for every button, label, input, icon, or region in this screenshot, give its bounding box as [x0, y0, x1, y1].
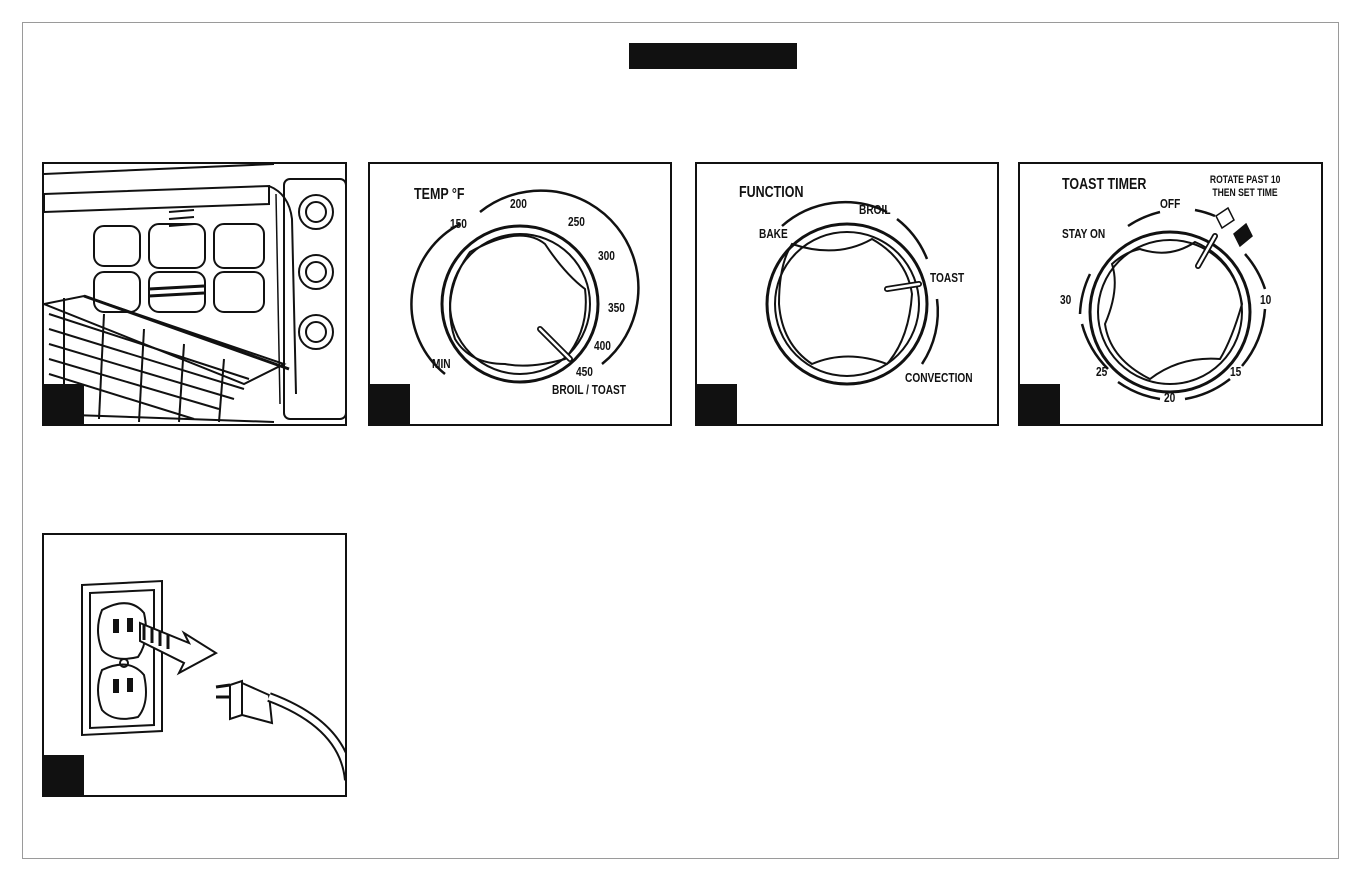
timer-label-10: 10	[1260, 292, 1271, 307]
temp-label-250: 250	[568, 214, 585, 229]
figure-number-tab	[370, 384, 410, 424]
temp-label-350: 350	[608, 300, 625, 315]
oven-rack-illustration	[44, 164, 347, 426]
header-bar	[629, 43, 797, 69]
temp-label-150: 150	[450, 216, 467, 231]
temp-label-400: 400	[594, 338, 611, 353]
timer-label-rotate-line2: THEN SET TIME	[1210, 187, 1280, 199]
function-dial-title: FUNCTION	[739, 184, 803, 202]
timer-label-25: 25	[1096, 364, 1107, 379]
function-dial-illustration	[697, 164, 999, 426]
function-label-bake: BAKE	[759, 226, 788, 241]
temp-dial-title: TEMP °F	[414, 186, 465, 204]
timer-label-15: 15	[1230, 364, 1241, 379]
outlet-illustration	[44, 535, 347, 797]
temp-label-450: 450	[576, 364, 593, 379]
outlet-figure	[42, 533, 347, 797]
temp-label-broil-toast: BROIL / TOAST	[552, 382, 626, 397]
temp-label-200: 200	[510, 196, 527, 211]
function-label-broil: BROIL	[859, 202, 891, 217]
timer-dial-figure: TOAST TIMER ROTATE PAST 10 THEN SET TIME…	[1018, 162, 1323, 426]
oven-interior-figure	[42, 162, 347, 426]
timer-label-stay-on: STAY ON	[1062, 226, 1105, 241]
timer-label-30: 30	[1060, 292, 1071, 307]
temp-dial-figure: TEMP °F 150 200 250 300 350 400 450 BROI…	[368, 162, 672, 426]
timer-label-off: OFF	[1160, 196, 1180, 211]
figure-number-tab	[1020, 384, 1060, 424]
figure-number-tab	[697, 384, 737, 424]
function-label-convection: CONVECTION	[905, 370, 973, 385]
timer-label-20: 20	[1164, 390, 1175, 405]
figure-number-tab	[44, 384, 84, 424]
function-label-toast: TOAST	[930, 270, 964, 285]
timer-dial-title: TOAST TIMER	[1062, 176, 1146, 194]
temp-label-min: MIN	[432, 356, 451, 371]
timer-label-rotate-line1: ROTATE PAST 10	[1210, 174, 1280, 186]
figure-number-tab	[44, 755, 84, 795]
function-dial-figure: FUNCTION BAKE BROIL TOAST CONVECTION	[695, 162, 999, 426]
temp-label-300: 300	[598, 248, 615, 263]
